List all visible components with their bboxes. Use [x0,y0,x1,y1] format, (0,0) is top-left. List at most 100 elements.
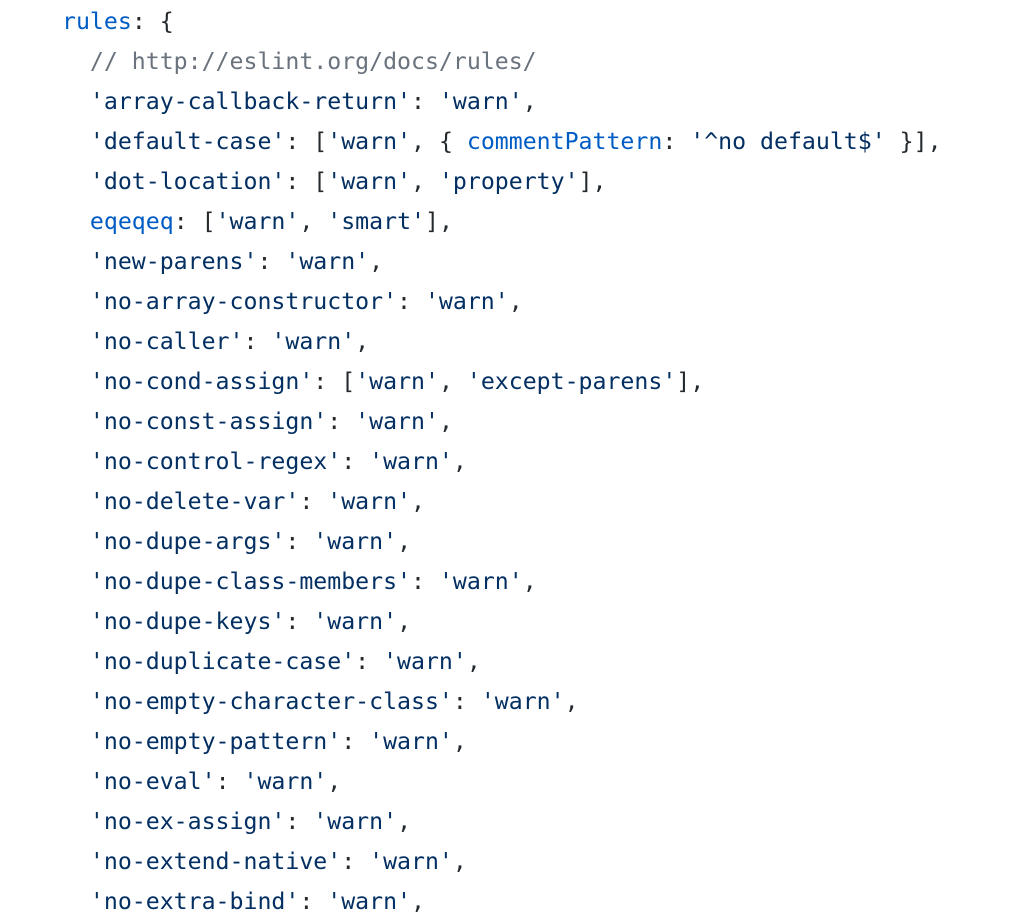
punctuation-token: : [ [173,208,216,235]
punctuation-token: : [341,448,370,475]
punctuation-token [62,888,90,915]
string-token: 'no-extend-native' [89,848,342,875]
punctuation-token: , [397,608,412,635]
punctuation-token: : [411,568,439,595]
code-line: 'no-caller': 'warn', [62,322,942,362]
punctuation-token: : [257,248,286,275]
punctuation-token [62,528,90,555]
code-line: 'no-extend-native': 'warn', [62,842,942,882]
code-line: 'no-const-assign': 'warn', [62,402,942,442]
string-token: 'property' [438,168,579,195]
comment-token: // http://eslint.org/docs/rules/ [89,48,537,75]
punctuation-token: , [452,448,467,475]
string-token: 'warn' [327,128,412,155]
punctuation-token: , [452,848,467,875]
punctuation-token: }], [885,128,942,155]
code-line: 'new-parens': 'warn', [62,242,942,282]
string-token: 'warn' [215,208,300,235]
punctuation-token [62,368,90,395]
punctuation-token [62,688,90,715]
punctuation-token: , [397,808,412,835]
string-token: 'warn' [438,568,523,595]
string-token: 'no-const-assign' [89,408,328,435]
code-block: rules: { // http://eslint.org/docs/rules… [62,2,942,922]
punctuation-token: , [397,528,412,555]
punctuation-token: , [327,768,342,795]
string-token: 'except-parens' [466,368,677,395]
string-token: 'no-ex-assign' [89,808,286,835]
code-line: 'no-duplicate-case': 'warn', [62,642,942,682]
string-token: 'warn' [369,728,453,755]
punctuation-token [62,808,90,835]
punctuation-token: , [369,248,384,275]
punctuation-token [62,448,90,475]
code-line: 'no-dupe-args': 'warn', [62,522,942,562]
punctuation-token [62,768,90,795]
string-token: 'smart' [327,208,425,235]
string-token: 'warn' [355,368,439,395]
punctuation-token [62,608,90,635]
string-token: 'no-empty-pattern' [89,728,342,755]
string-token: 'warn' [383,648,467,675]
code-line: 'no-eval': 'warn', [62,762,942,802]
code-line: 'no-dupe-keys': 'warn', [62,602,942,642]
string-token: 'warn' [243,768,328,795]
punctuation-token: : [ [285,168,328,195]
punctuation-token: : [285,528,314,555]
key-token: eqeqeq [89,208,174,235]
code-line: 'no-delete-var': 'warn', [62,482,942,522]
punctuation-token: , [438,368,467,395]
punctuation-token [62,168,90,195]
code-line: 'no-cond-assign': ['warn', 'except-paren… [62,362,942,402]
punctuation-token [62,328,90,355]
string-token: 'default-case' [89,128,286,155]
punctuation-token: : [ [285,128,328,155]
punctuation-token: , [508,288,523,315]
string-token: 'warn' [327,168,412,195]
punctuation-token [62,488,90,515]
string-token: 'dot-location' [89,168,286,195]
string-token: 'no-control-regex' [89,448,342,475]
punctuation-token: : [341,728,370,755]
punctuation-token [62,728,90,755]
string-token: 'warn' [424,288,509,315]
code-line: 'default-case': ['warn', { commentPatter… [62,122,942,162]
code-line: // http://eslint.org/docs/rules/ [62,42,942,82]
punctuation-token [62,88,90,115]
string-token: 'no-dupe-args' [89,528,286,555]
string-token: 'no-eval' [89,768,216,795]
string-token: 'warn' [285,248,370,275]
code-line: rules: { [62,2,942,42]
code-line: 'array-callback-return': 'warn', [62,82,942,122]
punctuation-token: : [285,608,314,635]
string-token: '^no default$' [690,128,886,155]
string-token: 'warn' [271,328,356,355]
string-token: 'warn' [355,408,439,435]
punctuation-token: , [452,728,467,755]
string-token: 'warn' [369,448,453,475]
string-token: 'no-duplicate-case' [89,648,356,675]
punctuation-token: , [299,208,328,235]
code-line: 'no-empty-pattern': 'warn', [62,722,942,762]
punctuation-token: : [411,88,439,115]
punctuation-token: : { [131,8,174,35]
punctuation-token [62,648,90,675]
string-token: 'no-extra-bind' [89,888,300,915]
code-line: 'no-control-regex': 'warn', [62,442,942,482]
punctuation-token: ], [578,168,607,195]
string-token: 'no-dupe-class-members' [89,568,412,595]
punctuation-token: , [466,648,481,675]
punctuation-token: , { [411,128,467,155]
code-line: 'dot-location': ['warn', 'property'], [62,162,942,202]
punctuation-token [62,248,90,275]
punctuation-token: : [397,288,425,315]
punctuation-token [62,48,90,75]
punctuation-token: : [ [313,368,356,395]
code-line: 'no-empty-character-class': 'warn', [62,682,942,722]
punctuation-token: : [215,768,244,795]
punctuation-token: : [355,648,384,675]
string-token: 'no-cond-assign' [89,368,314,395]
punctuation-token: : [299,488,328,515]
punctuation-token: : [285,808,314,835]
punctuation-token: ], [676,368,705,395]
